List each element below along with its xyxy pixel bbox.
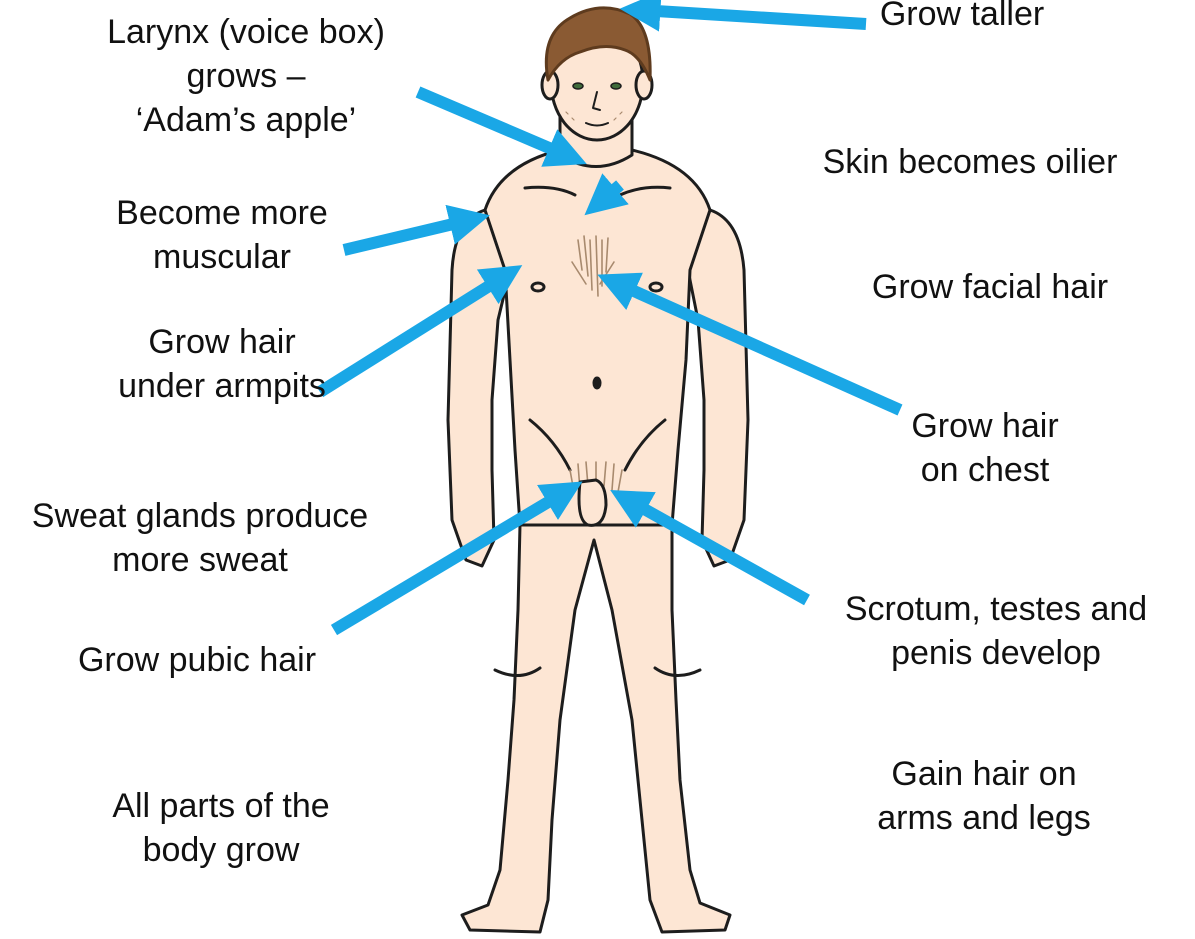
label-oily-skin-line-1: Skin becomes oilier bbox=[823, 140, 1118, 184]
label-facial-hair-line-1: Grow facial hair bbox=[872, 265, 1108, 309]
label-chest-hair-line-2: on chest bbox=[911, 448, 1058, 492]
label-armpit-hair-line-2: under armpits bbox=[118, 364, 326, 408]
label-pubic-hair-line-1: Grow pubic hair bbox=[78, 638, 316, 682]
label-chest-hair-line-1: Grow hair bbox=[911, 404, 1058, 448]
label-limb-hair: Gain hair on arms and legs bbox=[877, 752, 1091, 840]
label-oily-skin: Skin becomes oilier bbox=[823, 140, 1118, 184]
label-larynx-line-3: ‘Adam’s apple’ bbox=[107, 98, 385, 142]
label-body-grows-line-2: body grow bbox=[112, 828, 329, 872]
arrow-larynx-arrow-icon bbox=[418, 92, 568, 156]
label-genitals: Scrotum, testes and penis develop bbox=[845, 587, 1147, 675]
label-grow-taller: Grow taller bbox=[880, 0, 1044, 36]
label-larynx-line-2: grows – bbox=[107, 54, 385, 98]
label-armpit-hair: Grow hair under armpits bbox=[118, 320, 326, 408]
label-muscular-line-2: muscular bbox=[116, 235, 328, 279]
label-chest-hair: Grow hair on chest bbox=[911, 404, 1058, 492]
label-body-grows-line-1: All parts of the bbox=[112, 784, 329, 828]
label-larynx: Larynx (voice box) grows – ‘Adam’s apple… bbox=[107, 10, 385, 142]
label-sweat-glands-line-1: Sweat glands produce bbox=[32, 494, 368, 538]
arrow-grow-taller-arrow-icon bbox=[640, 10, 866, 24]
label-sweat-glands: Sweat glands produce more sweat bbox=[32, 494, 368, 582]
label-body-grows: All parts of the body grow bbox=[112, 784, 329, 872]
label-muscular: Become more muscular bbox=[116, 191, 328, 279]
label-larynx-line-1: Larynx (voice box) bbox=[107, 10, 385, 54]
label-sweat-glands-line-2: more sweat bbox=[32, 538, 368, 582]
label-armpit-hair-line-1: Grow hair bbox=[118, 320, 326, 364]
human-body-male-icon bbox=[448, 8, 748, 932]
label-limb-hair-line-2: arms and legs bbox=[877, 796, 1091, 840]
arrow-muscular-arrow-icon bbox=[344, 220, 470, 250]
label-pubic-hair: Grow pubic hair bbox=[78, 638, 316, 682]
label-grow-taller-line-1: Grow taller bbox=[880, 0, 1044, 36]
label-genitals-line-2: penis develop bbox=[845, 631, 1147, 675]
label-limb-hair-line-1: Gain hair on bbox=[877, 752, 1091, 796]
label-genitals-line-1: Scrotum, testes and bbox=[845, 587, 1147, 631]
label-facial-hair: Grow facial hair bbox=[872, 265, 1108, 309]
label-muscular-line-1: Become more bbox=[116, 191, 328, 235]
